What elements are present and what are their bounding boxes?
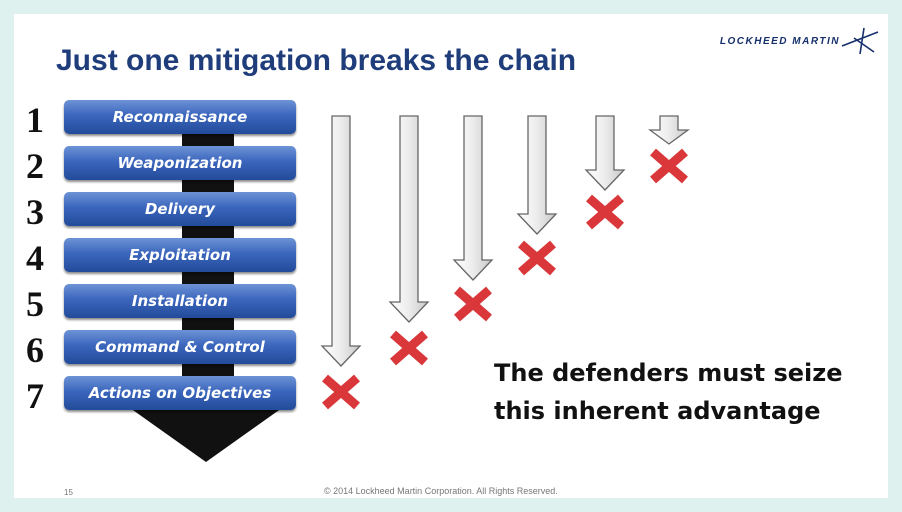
x-mark-icon [589,198,621,226]
star-icon [841,27,879,55]
x-mark-icon [521,244,553,272]
step-number: 5 [26,284,44,324]
down-arrow-icon [516,115,558,235]
callout-line-1: The defenders must seize [494,359,843,387]
down-arrow-icon [452,115,494,281]
stage-exploitation: Exploitation [64,238,296,272]
slide-title: Just one mitigation breaks the chain [56,44,577,77]
step-number: 6 [26,330,44,370]
stage-delivery: Delivery [64,192,296,226]
stage-command-and-control: Command & Control [64,330,296,364]
callout-line-2: this inherent advantage [494,397,821,425]
step-number: 4 [26,238,44,278]
down-arrow-icon [320,115,362,367]
x-mark-icon [393,334,425,362]
x-mark-icon [325,378,357,406]
defender-advantage-callout: The defenders must seize this inherent a… [494,354,884,430]
down-arrow-icon [584,115,626,191]
chain-arrowhead-icon [116,398,296,462]
step-number: 1 [26,100,44,140]
x-mark-icon [653,152,685,180]
down-arrow-icon [388,115,430,323]
down-arrow-icon [648,115,690,145]
step-number: 7 [26,376,44,416]
page-number: 15 [64,488,73,497]
stage-installation: Installation [64,284,296,318]
step-number: 2 [26,146,44,186]
step-number: 3 [26,192,44,232]
stage-reconnaissance: Reconnaissance [64,100,296,134]
stage-actions-on-objectives: Actions on Objectives [64,376,296,410]
slide: Just one mitigation breaks the chain LOC… [14,14,888,498]
lockheed-martin-logo: LOCKHEED MARTIN [720,26,880,56]
logo-text: LOCKHEED MARTIN [719,35,840,47]
x-mark-icon [457,290,489,318]
stage-weaponization: Weaponization [64,146,296,180]
copyright-notice: © 2014 Lockheed Martin Corporation. All … [324,486,558,496]
